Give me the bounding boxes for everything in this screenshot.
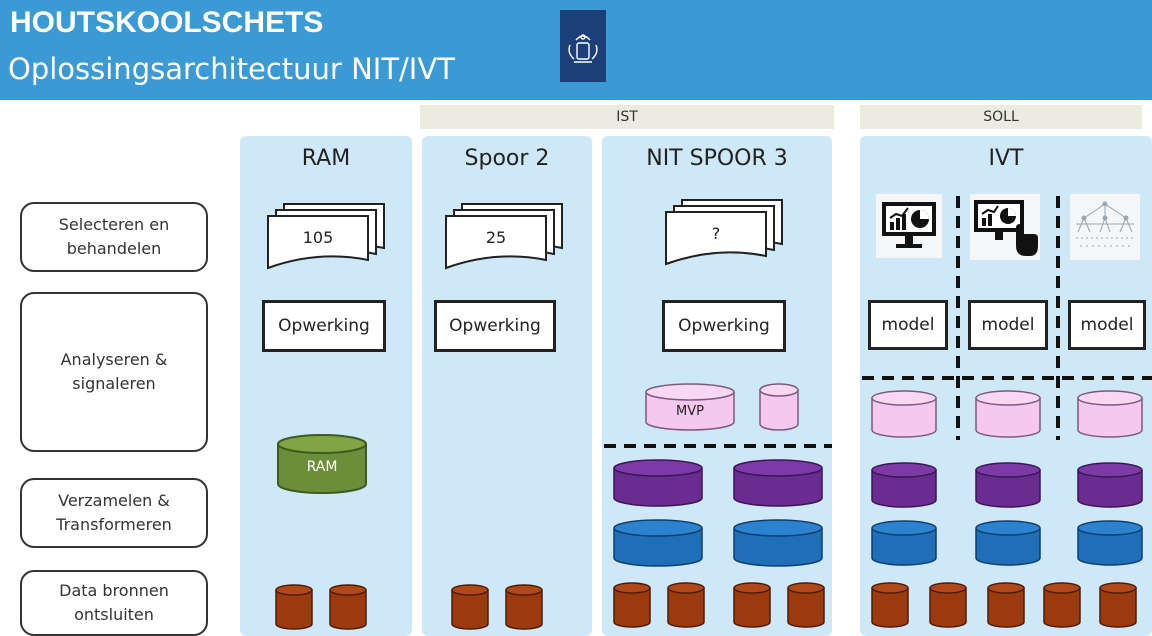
phase-bar-ist: IST	[420, 105, 834, 129]
touch-dashboard-icon	[970, 194, 1040, 260]
phase-label-soll: SOLL	[983, 109, 1019, 125]
model-box-1: model	[868, 300, 948, 350]
column-title-spoor2: Spoor 2	[464, 146, 550, 171]
database-icon	[451, 584, 489, 630]
process-box-nit: Opwerking	[662, 300, 786, 352]
database-icon	[975, 462, 1041, 508]
database-icon	[871, 520, 937, 566]
database-icon	[645, 383, 735, 431]
database-icon	[329, 584, 367, 630]
database-icon	[929, 582, 967, 628]
database-icon	[975, 390, 1041, 438]
database-icon	[1077, 462, 1143, 508]
database-icon	[871, 582, 909, 628]
document-count-ram: 105	[302, 228, 334, 247]
database-icon	[871, 390, 937, 438]
model-box-3: model	[1068, 300, 1146, 350]
row-label-selecteren: Selecteren en behandelen	[20, 202, 208, 272]
database-icon	[1077, 520, 1143, 566]
database-label-ram: RAM	[307, 459, 338, 475]
row-label-verzamelen: Verzamelen & Transformeren	[20, 478, 208, 548]
database-icon	[613, 519, 703, 567]
row-label-databronnen: Data bronnen ontsluiten	[20, 570, 208, 636]
dashboard-monitor-icon	[876, 194, 942, 258]
document-stack-icon: ?	[660, 196, 784, 268]
tree-diagram-icon	[1070, 194, 1140, 260]
row-label-analyseren: Analyseren & signaleren	[20, 292, 208, 452]
phase-label-ist: IST	[616, 109, 638, 125]
database-icon	[505, 584, 543, 630]
database-icon	[733, 582, 771, 628]
database-icon	[871, 462, 937, 508]
database-icon	[975, 520, 1041, 566]
database-label-nit: MVP	[676, 404, 704, 419]
database-icon	[987, 582, 1025, 628]
document-stack-icon: 25	[440, 200, 564, 272]
database-icon	[277, 434, 367, 494]
column-title-ram: RAM	[301, 146, 351, 171]
phase-bar-soll: SOLL	[860, 105, 1142, 129]
crest-icon	[560, 10, 606, 82]
database-icon	[613, 459, 703, 507]
database-icon	[667, 582, 705, 628]
page-title: HOUTSKOOLSCHETS	[10, 6, 324, 39]
model-box-2: model	[968, 300, 1048, 350]
database-icon	[1043, 582, 1081, 628]
process-box-ram: Opwerking	[262, 300, 386, 352]
column-title-ivt: IVT	[988, 146, 1024, 171]
column-title-nit: NIT SPOOR 3	[646, 146, 788, 171]
database-icon	[733, 519, 823, 567]
document-stack-icon: 105	[262, 200, 386, 272]
database-icon	[1077, 390, 1143, 438]
document-count-nit: ?	[711, 224, 721, 243]
database-icon	[613, 582, 651, 628]
process-box-spoor2: Opwerking	[434, 300, 556, 352]
document-count-spoor2: 25	[485, 228, 507, 247]
database-icon	[275, 584, 313, 630]
database-icon	[759, 383, 799, 431]
database-icon	[1099, 582, 1137, 628]
page-subtitle: Oplossingsarchitectuur NIT/IVT	[8, 52, 455, 86]
database-icon	[733, 459, 823, 507]
database-icon	[787, 582, 825, 628]
